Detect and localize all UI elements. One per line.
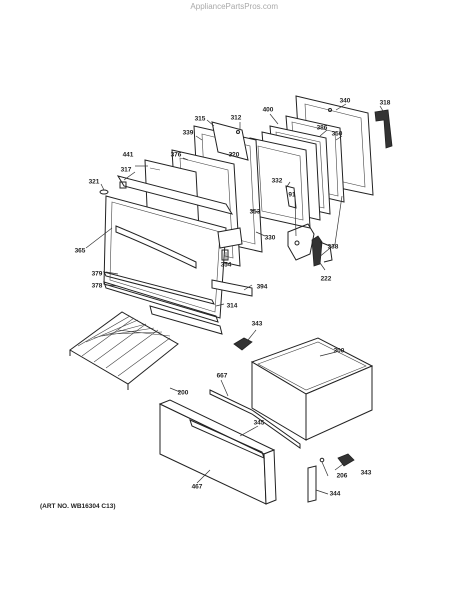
callout-332: 332 [271, 177, 283, 185]
callout-321: 321 [88, 178, 100, 186]
callout-376: 376 [170, 151, 182, 159]
hinge-receiver-91 [287, 223, 315, 261]
door-bottom-trim-314 [149, 305, 223, 335]
drawer-bracket-344 [307, 465, 317, 503]
hinge-222 [311, 235, 333, 267]
callout-343-lower: 343 [360, 469, 372, 477]
door-frame-315 [211, 121, 249, 161]
callout-314: 314 [226, 302, 238, 310]
watermark-text: AppliancePartsPros.com [190, 2, 278, 11]
door-vent-trim-394 [211, 279, 253, 297]
callout-667: 667 [216, 372, 228, 380]
callout-300: 300 [333, 347, 345, 355]
callout-379: 379 [91, 270, 103, 278]
art-number: (ART NO. WB16304 C13) [40, 503, 116, 510]
callout-441: 441 [122, 151, 134, 159]
oven-door-outer-panel-365 [103, 195, 227, 319]
callout-394: 394 [256, 283, 268, 291]
screw-321 [99, 189, 109, 195]
callout-206: 206 [336, 472, 348, 480]
callout-338: 338 [327, 243, 339, 251]
door-trim-379 [103, 271, 215, 305]
screw-206 [319, 457, 325, 463]
callout-339: 339 [182, 129, 194, 137]
callout-318: 318 [379, 99, 391, 107]
leader-lines [85, 103, 384, 495]
callout-317: 317 [120, 166, 132, 174]
callout-467: 467 [191, 483, 203, 491]
drawer-slide-667 [209, 389, 301, 449]
storage-drawer-300 [250, 337, 374, 441]
callout-330: 330 [264, 234, 276, 242]
oven-rack-200 [69, 311, 179, 390]
callout-315: 315 [194, 115, 206, 123]
callout-320: 320 [228, 151, 240, 159]
callout-354: 354 [220, 261, 232, 269]
callout-365: 365 [74, 247, 86, 255]
drawer-clip-343-lower [337, 453, 355, 467]
callout-350: 350 [331, 130, 343, 138]
drawer-rail-345 [189, 419, 265, 459]
callout-378: 378 [91, 282, 103, 290]
door-trim-378 [103, 281, 219, 323]
callout-200: 200 [177, 389, 189, 397]
door-handle-bracket-354 [217, 227, 243, 261]
callout-312: 312 [230, 114, 242, 122]
callout-222: 222 [320, 275, 332, 283]
callout-344: 344 [329, 490, 341, 498]
drawer-clip-343-upper [233, 337, 253, 351]
callout-91: 91 [288, 191, 296, 199]
door-panel-317 [116, 175, 234, 215]
callout-345: 345 [253, 419, 265, 427]
callout-400: 400 [262, 106, 274, 114]
callout-340: 340 [339, 97, 351, 105]
callout-343-upper: 343 [251, 320, 263, 328]
callout-386: 386 [316, 124, 328, 132]
gasket-handle-318 [374, 109, 393, 149]
drawer-front-panel-467 [158, 399, 277, 505]
callout-353: 353 [249, 208, 261, 216]
